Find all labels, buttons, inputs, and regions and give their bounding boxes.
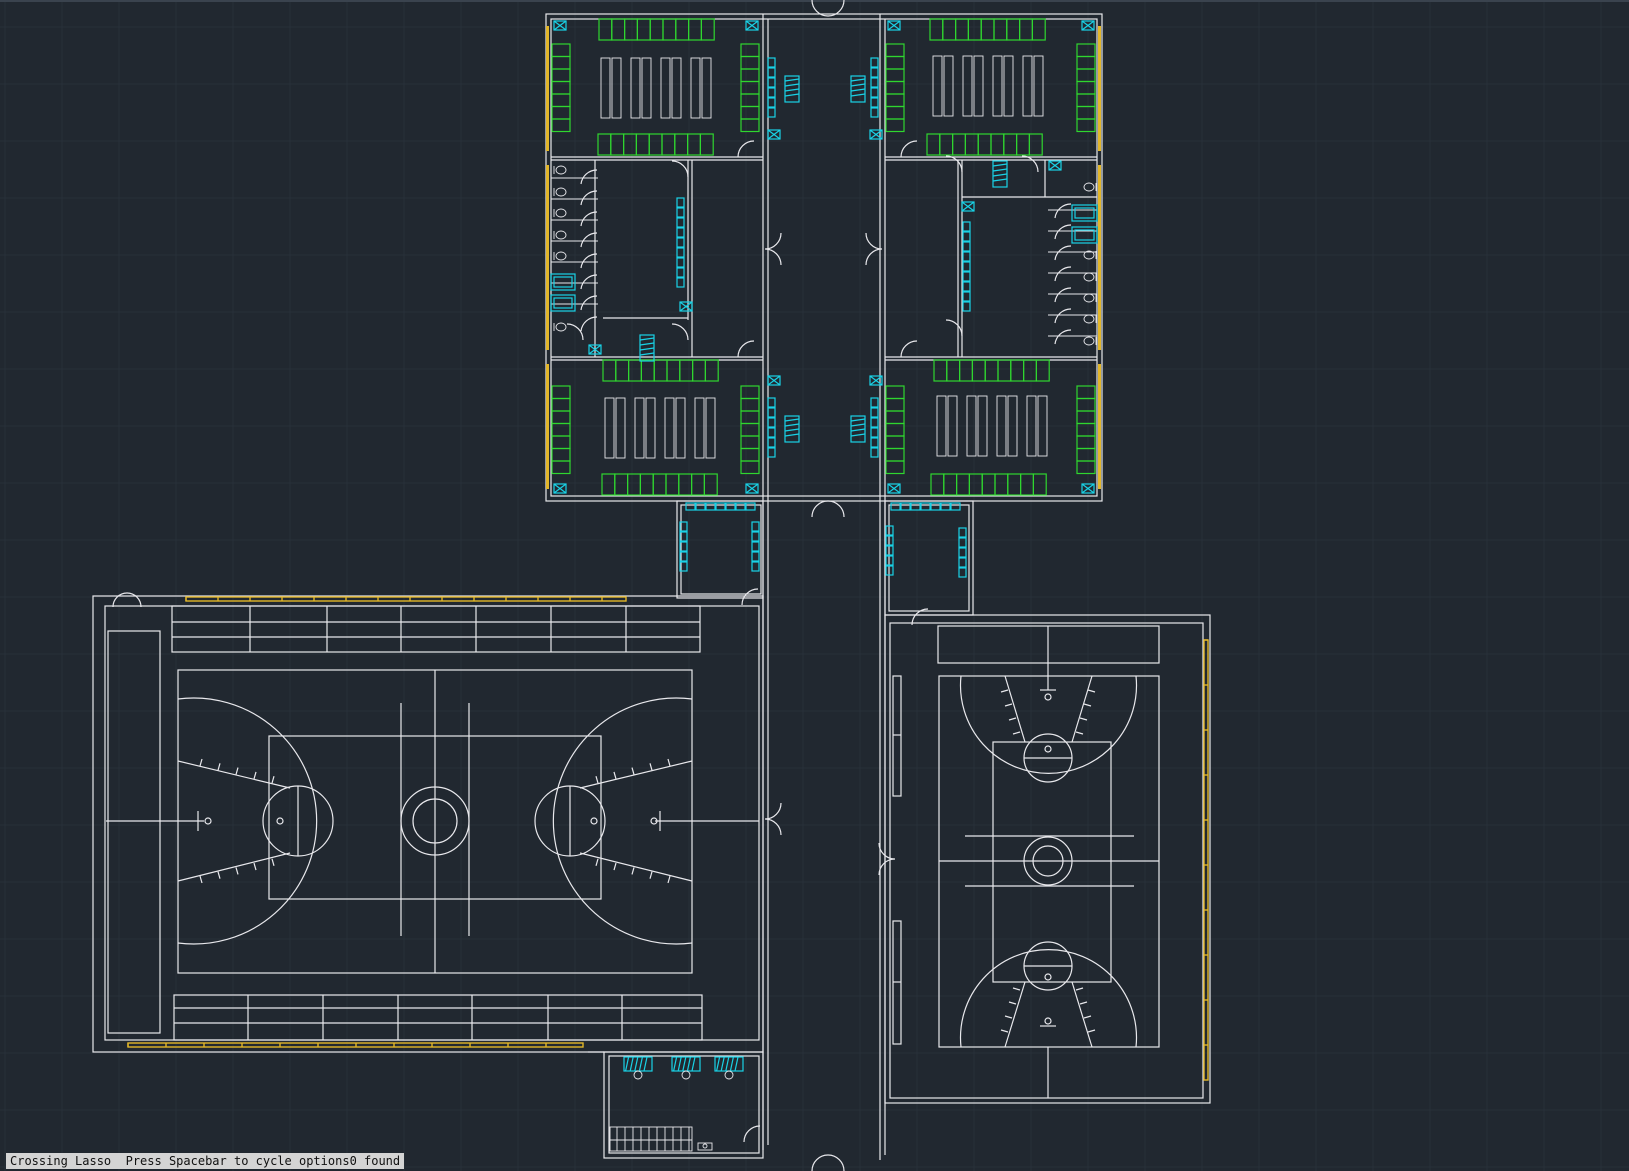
command-prompt: Crossing Lasso Press Spacebar to cycle o… [10,1154,350,1168]
floor-plan [92,0,1211,1171]
command-line-status: Crossing Lasso Press Spacebar to cycle o… [6,1153,405,1169]
command-result: 0 found [349,1154,401,1168]
